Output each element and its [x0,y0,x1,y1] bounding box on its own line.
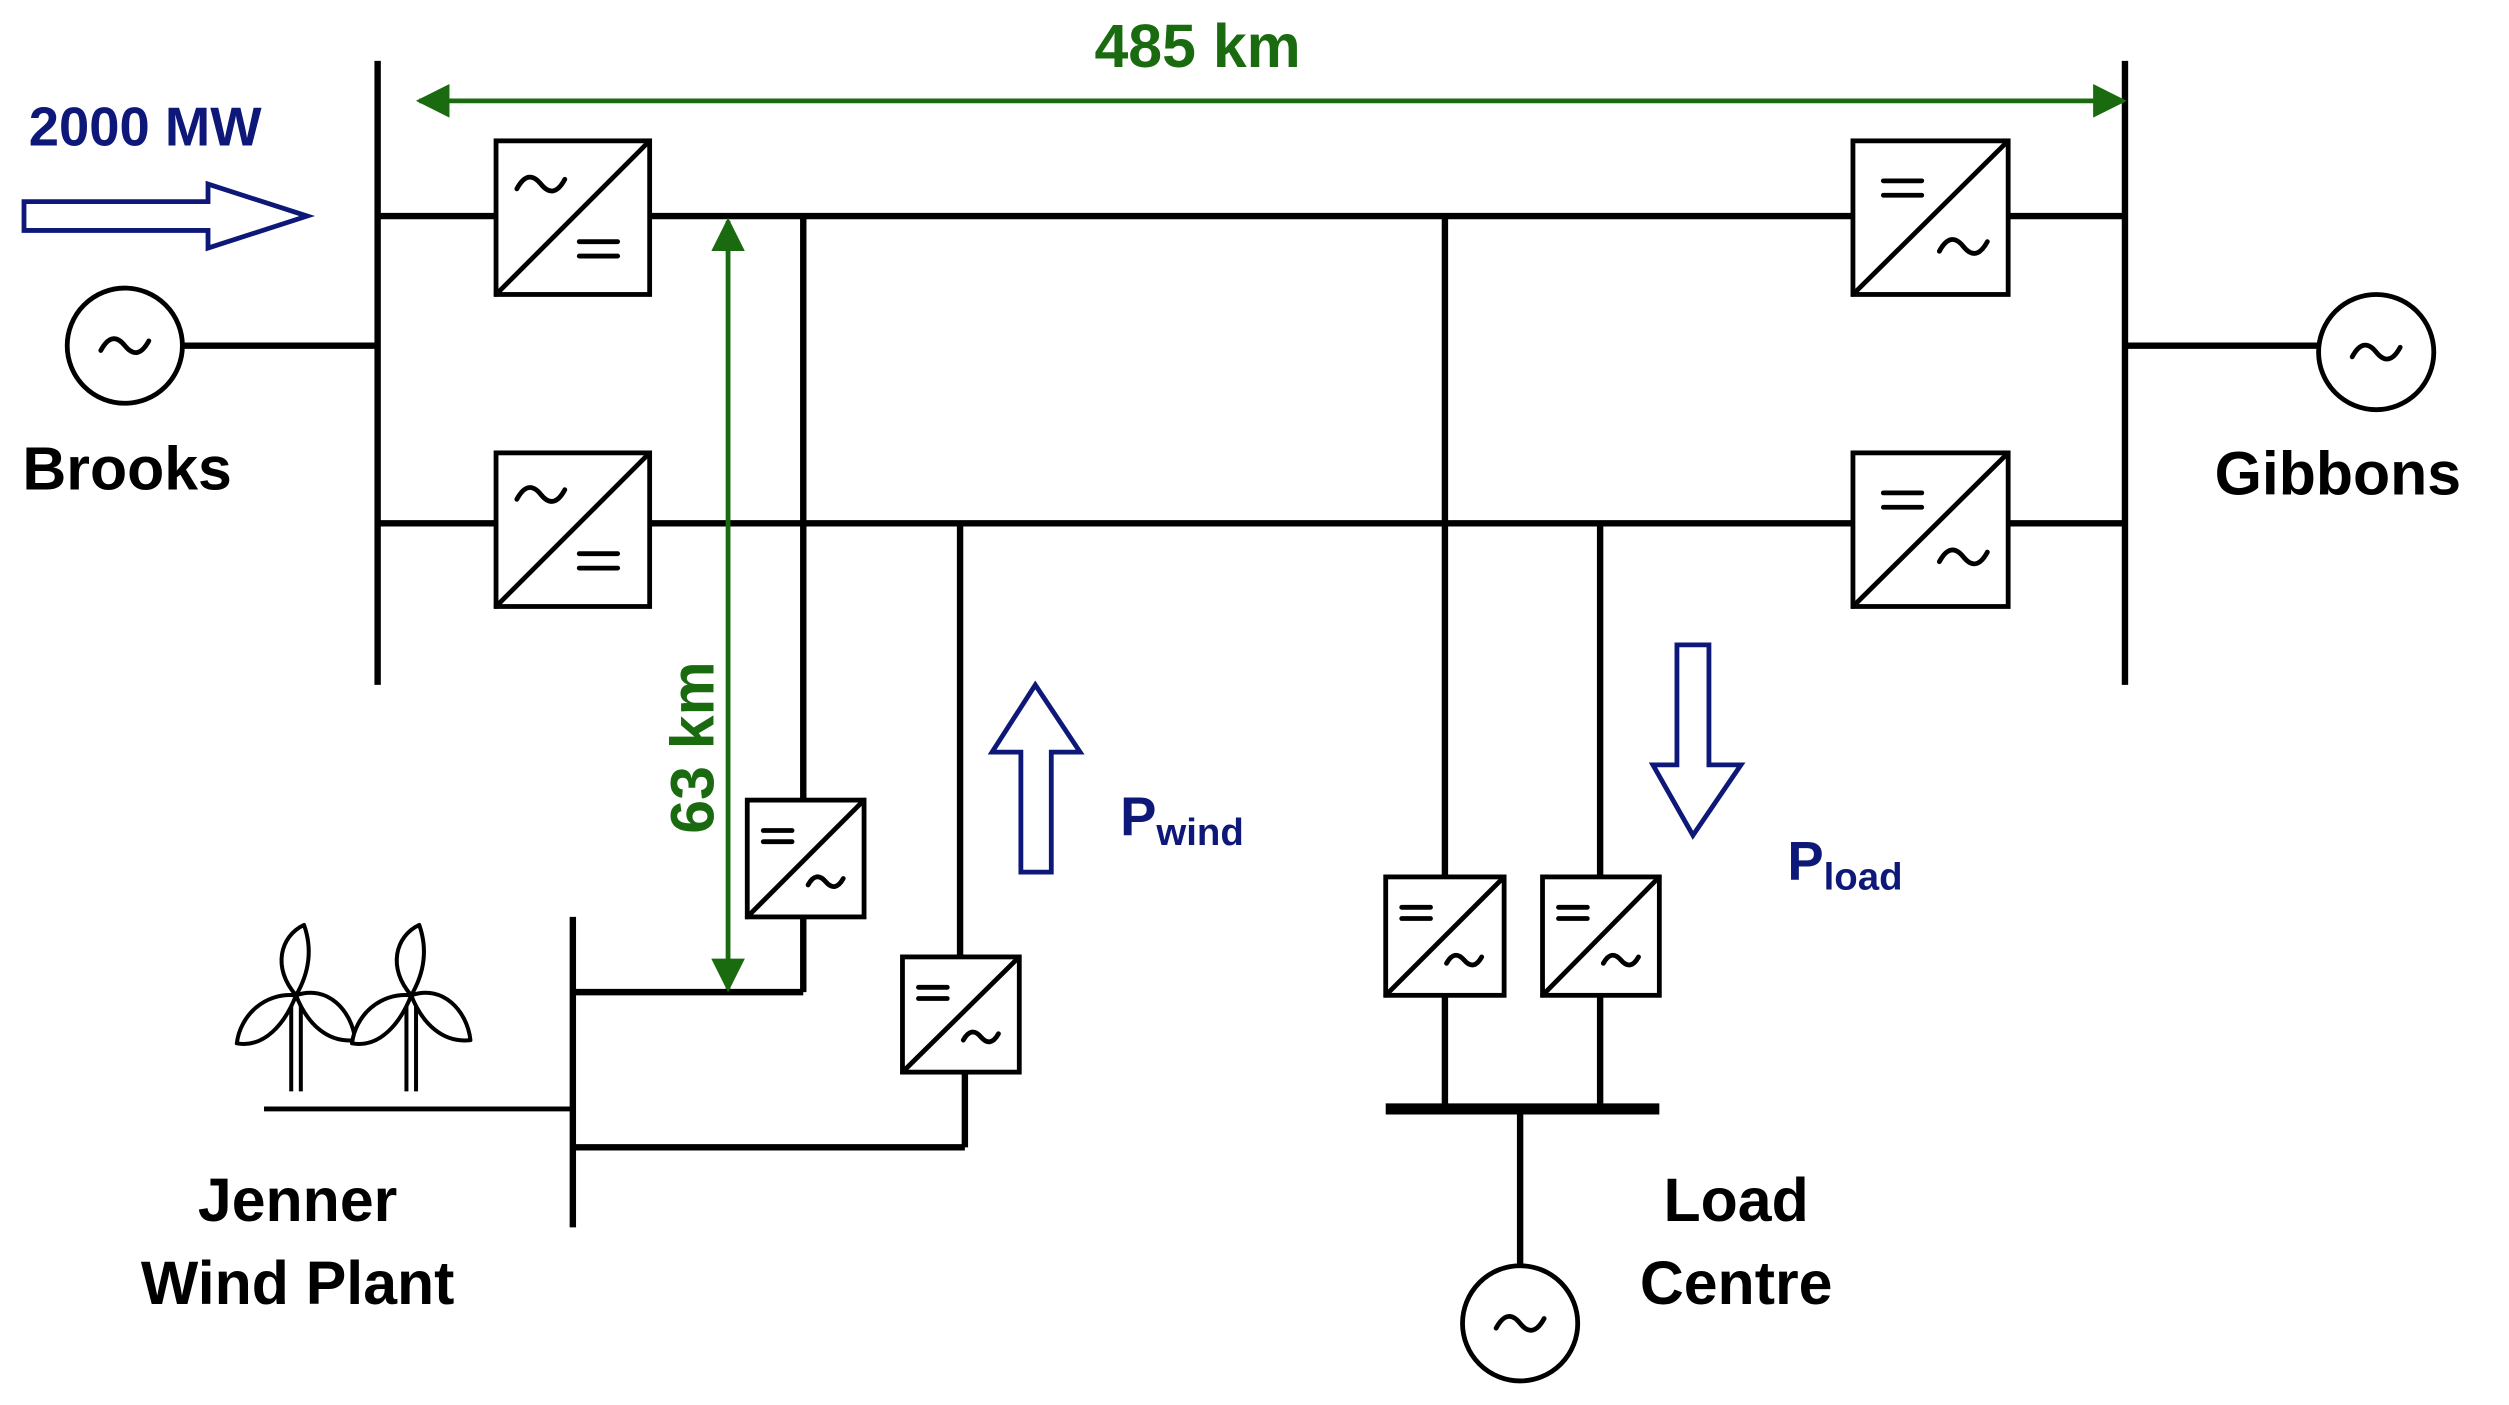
wind-turbine-icon [234,922,358,1092]
brooks-label: Brooks [22,435,231,503]
p-load-label-main: P [1787,831,1823,892]
jenner-label-line1: Jenner [198,1166,397,1234]
wind-turbine-icon [350,922,473,1092]
load-centre-label-line2: Centre [1640,1249,1833,1317]
gibbons-generator-tilde-icon [2349,342,2403,362]
power-in-arrow-icon [21,180,316,252]
p-wind-label-main: P [1120,786,1156,847]
p-load-arrow-icon [1648,642,1746,840]
jenner-label-line2: Wind Plant [141,1249,455,1317]
p-load-label-sub: load [1824,856,1903,899]
p-wind-arrow-icon [987,680,1085,875]
distance-tap-label: 63 km [659,661,727,833]
p-wind-label: Pwind [1120,786,1244,854]
brooks-generator-tilde-icon [98,336,152,355]
load-centre-label-line1: Load [1664,1166,1809,1234]
load-centre-generator-tilde-icon [1493,1314,1547,1333]
p-load-label: Pload [1787,831,1902,899]
power-in-label: 2000 MW [29,97,262,158]
distance-main-label: 485 km [1094,12,1300,80]
p-wind-label-sub: wind [1155,811,1243,854]
gibbons-label: Gibbons [2215,439,2462,507]
